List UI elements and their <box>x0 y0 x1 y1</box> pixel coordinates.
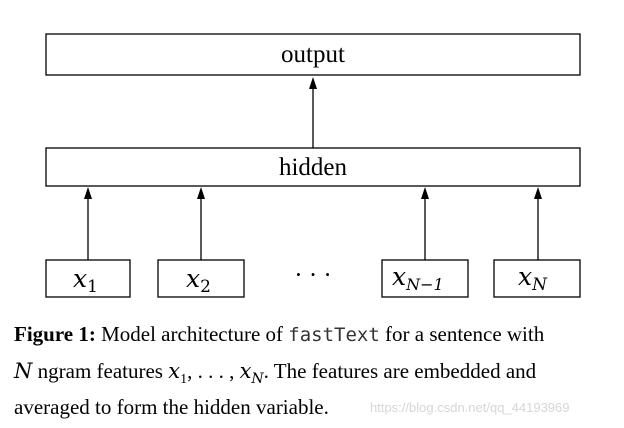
model-name: fastText <box>288 324 380 346</box>
feat-end-base: x <box>239 359 252 383</box>
ellipsis: · · · <box>294 262 331 289</box>
output-layer: output <box>45 33 581 76</box>
arrow-hidden-to-output <box>309 77 317 148</box>
input-x1-sub: 1 <box>87 277 98 297</box>
input-x1: x1 <box>45 259 131 298</box>
caption-text-4: . The features are embedded and averaged… <box>14 359 537 419</box>
figure-label: Figure 1: <box>14 322 96 346</box>
caption-text-1: Model architecture of <box>95 322 289 346</box>
input-xn-1-sub: N−1 <box>405 275 444 294</box>
output-label: output <box>281 41 345 68</box>
architecture-diagram: output hidden x1 x2 · · · <box>45 33 581 298</box>
hidden-label: hidden <box>279 154 348 181</box>
feat-mid: , . . . , <box>187 359 240 383</box>
feat-end-sub: N <box>251 371 264 388</box>
figure-caption: Figure 1: Model architecture of fastText… <box>14 316 614 425</box>
svg-text:x1: x1 <box>73 264 98 297</box>
input-x1-base: x <box>73 264 87 293</box>
caption-text-2: for a sentence with <box>379 322 545 346</box>
feat-start-sub: 1 <box>180 372 188 388</box>
caption-text-3: ngram features <box>32 359 169 383</box>
input-xn-1: xN−1 <box>381 259 469 298</box>
arrow-x1-to-hidden <box>84 187 92 260</box>
input-xn-base: x <box>518 262 532 291</box>
watermark: https://blog.csdn.net/qq_44193969 <box>370 400 570 415</box>
arrow-xn-1-to-hidden <box>421 187 429 260</box>
arrow-x2-to-hidden <box>197 187 205 260</box>
input-x2: x2 <box>157 259 245 298</box>
input-xn-1-base: x <box>392 262 406 291</box>
feat-start-base: x <box>168 359 181 383</box>
input-xn: xN <box>493 259 581 298</box>
var-n: N <box>14 359 33 383</box>
input-xn-sub: N <box>531 275 548 295</box>
hidden-layer: hidden <box>45 147 581 187</box>
svg-text:x2: x2 <box>186 264 211 297</box>
input-x2-base: x <box>186 264 200 293</box>
svg-text:xN: xN <box>518 262 548 295</box>
arrow-xn-to-hidden <box>534 187 542 260</box>
svg-text:xN−1: xN−1 <box>392 262 444 294</box>
input-x2-sub: 2 <box>200 277 211 297</box>
